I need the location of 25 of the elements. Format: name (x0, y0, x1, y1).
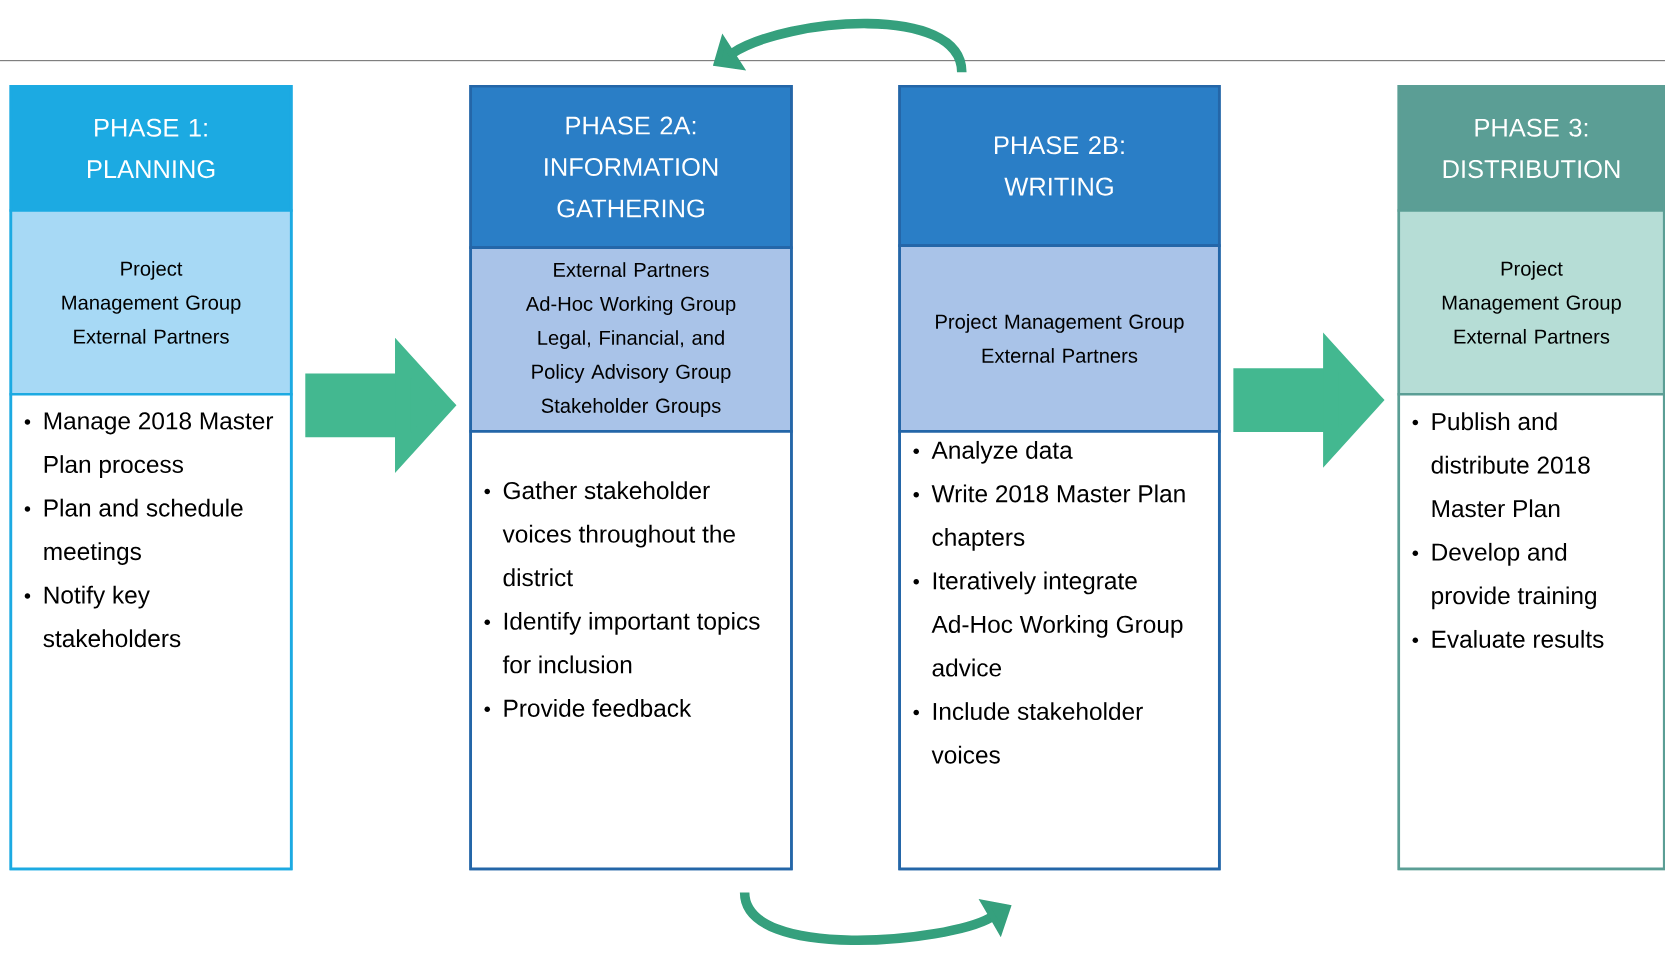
task-box (469, 430, 793, 871)
bullet-item: Analyze data (913, 441, 1073, 464)
bullet-item: Evaluate results (1412, 630, 1604, 649)
phase-header: PHASE 2A: INFORMATION GATHERING (469, 85, 793, 250)
task-box (1397, 393, 1665, 871)
member-box: Project Management Group External Partners (1397, 209, 1665, 396)
bullet-item: Gather stakeholder voices throughout the district (484, 481, 735, 587)
phase-header: PHASE 3: DISTRIBUTION (1397, 85, 1665, 212)
bullet-item: Develop and provide training (1412, 543, 1596, 610)
member-box: Project Management Group External Partners (898, 244, 1221, 433)
bullet-item: Iteratively integrate Ad-Hoc Working Group advice (913, 571, 1183, 677)
bullet-item: Include stakeholder voices (913, 702, 1143, 764)
member-box: External Partners Ad-Hoc Working Group Legal, Financial, and Policy Advisory Group Stakeholder Groups (469, 246, 793, 433)
bullet-item: Identify important topics for inclusion (484, 612, 760, 674)
task-box (9, 393, 293, 871)
member-box: Project Management Group External Partners (9, 209, 293, 396)
bullet-item: Write 2018 Master Plan chapters (913, 484, 1185, 551)
phase-header: PHASE 1: PLANNING (9, 85, 293, 212)
phase-header: PHASE 2B: WRITING (898, 85, 1221, 248)
bullet-item: Manage 2018 Master Plan process (24, 412, 274, 479)
bullet-item: Plan and schedule meetings (24, 498, 243, 566)
task-box (898, 430, 1221, 871)
bullet-item: Notify key stakeholders (24, 585, 181, 648)
bullet-item: Provide feedback (484, 699, 692, 718)
bullet-item: Publish and distribute 2018 Master Plan (1412, 412, 1590, 518)
